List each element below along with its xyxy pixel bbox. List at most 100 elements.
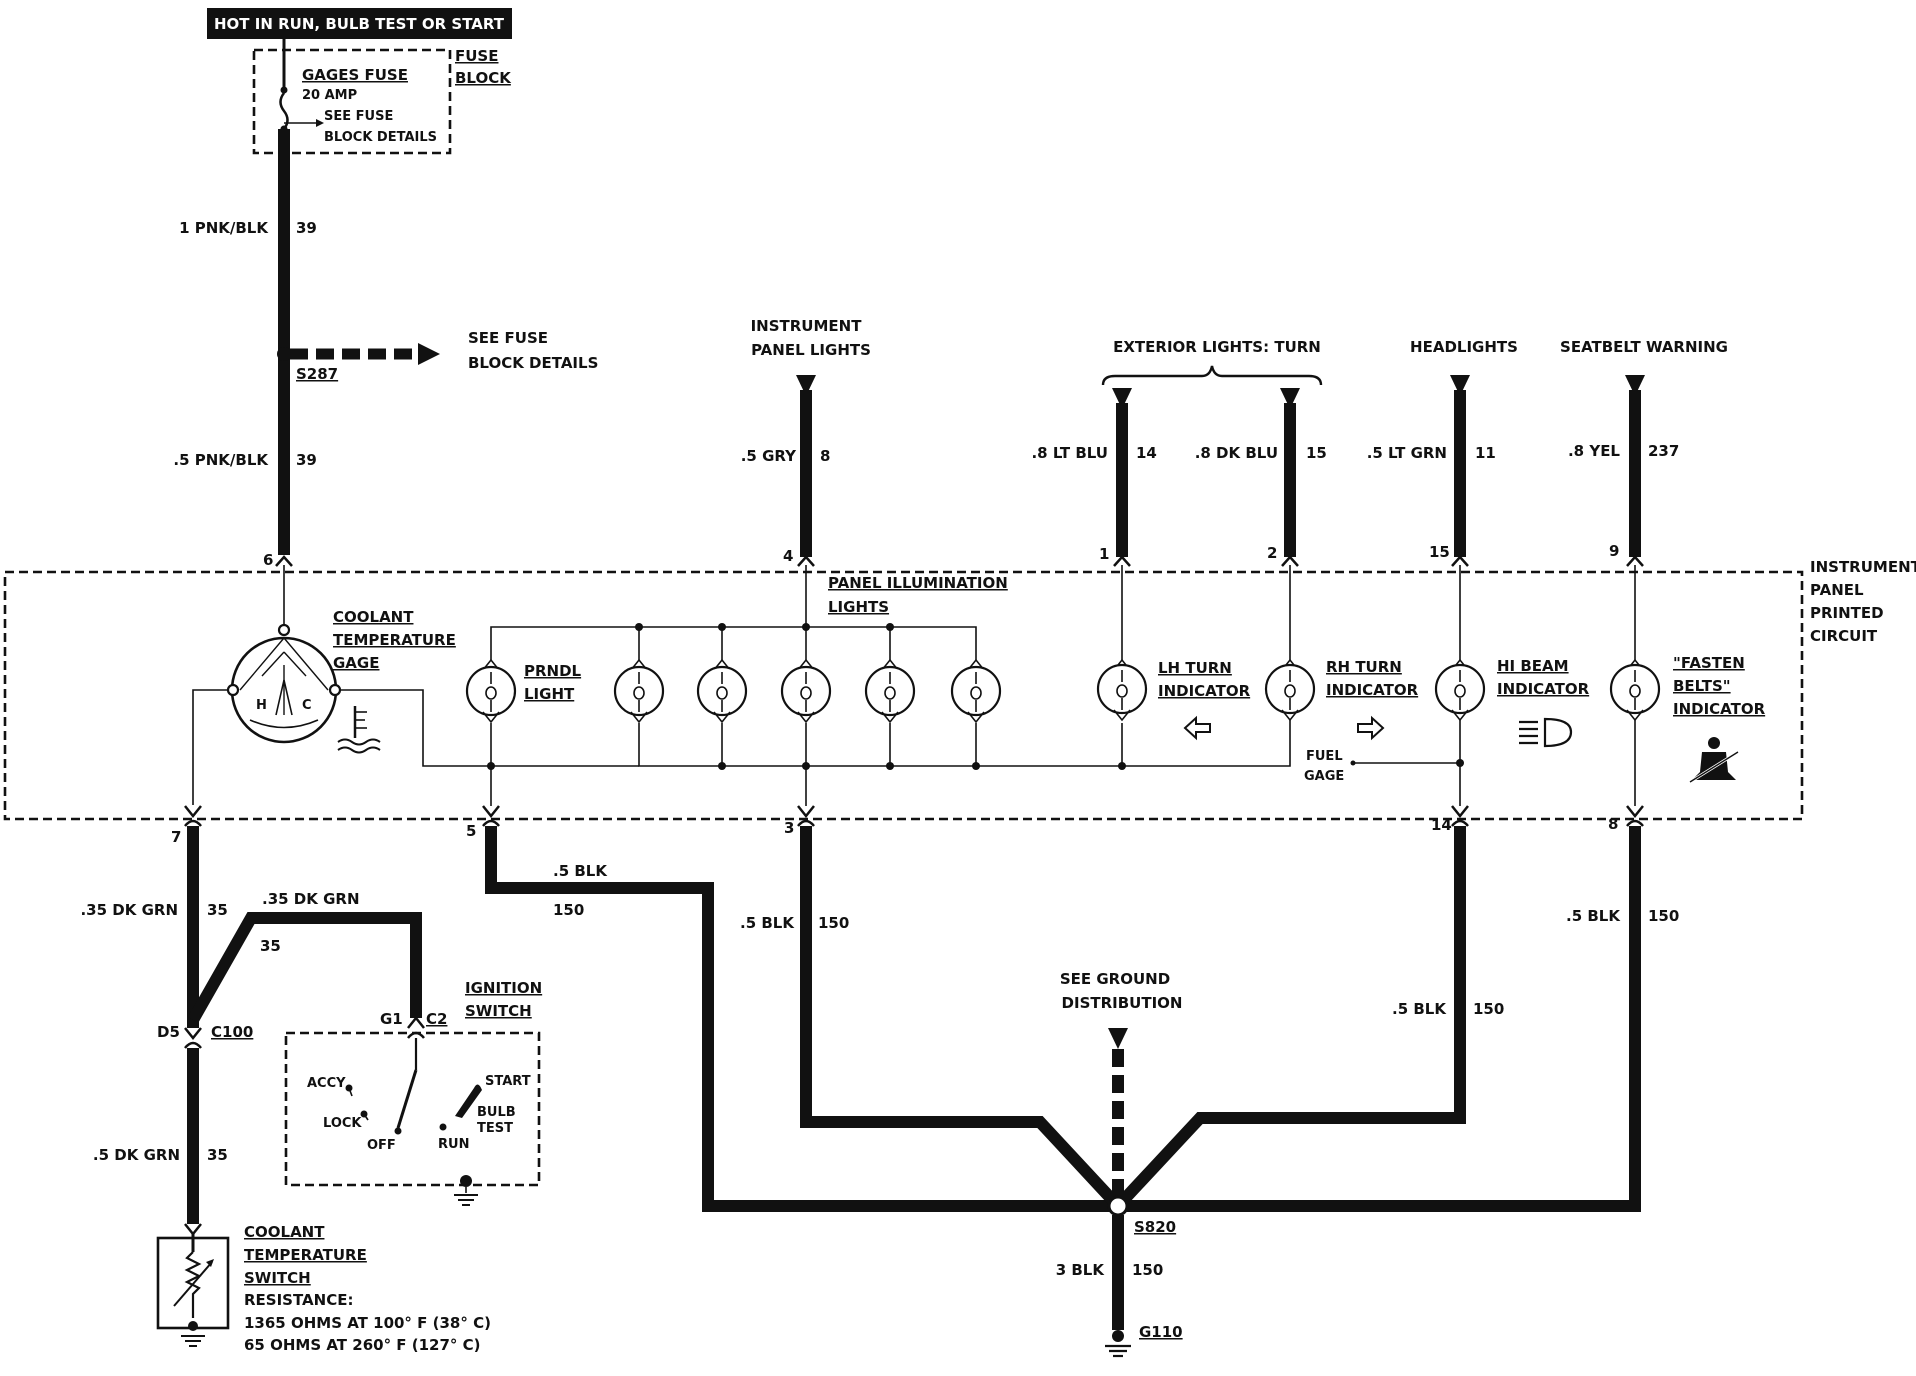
- ip-circuit-label-1: INSTRUMENT: [1810, 558, 1916, 576]
- start-contact-icon: [455, 1084, 482, 1118]
- coolant-switch-resistance-1: 1365 OHMS AT 100° F (38° C): [244, 1314, 491, 1332]
- wire-yel-circuit: 237: [1648, 442, 1679, 460]
- wire-blk-pin5: [485, 826, 1118, 1212]
- s287-note-2: BLOCK DETAILS: [468, 354, 598, 372]
- wire-ltblu-color: .8 LT BLU: [1031, 444, 1108, 462]
- panel-illumination-bulb: [613, 658, 665, 724]
- ip-lights-label-1: INSTRUMENT: [751, 317, 863, 335]
- gage-cold-mark: C: [302, 698, 312, 713]
- ignition-lock: LOCK: [323, 1116, 362, 1131]
- connector-c100-pin: D5: [157, 1023, 180, 1041]
- wire-1-color: 1 PNK/BLK: [179, 219, 269, 237]
- wire-2-circuit: 39: [296, 451, 317, 469]
- ground-icon: [1105, 1330, 1131, 1358]
- ground-icon: [454, 1175, 478, 1206]
- wire-1-circuit: 39: [296, 219, 317, 237]
- panel-illumination-bulb: [780, 658, 832, 724]
- lh-turn-label-2: INDICATOR: [1158, 682, 1251, 700]
- splice-s820-dot: [1107, 1195, 1129, 1217]
- wire-dkgrn3-color: .5 DK GRN: [93, 1146, 180, 1164]
- panel-illumination-bulb: [864, 658, 916, 724]
- ip-circuit-label-2: PANEL: [1810, 581, 1864, 599]
- pin-bottom-7: 7: [171, 828, 181, 846]
- panel-illum-label-2: LIGHTS: [828, 598, 889, 616]
- splice-s820-label: S820: [1134, 1218, 1176, 1236]
- wire-gry-circuit: 8: [820, 447, 830, 465]
- panel-illumination-bulb: [950, 658, 1002, 724]
- hi-beam-label-1: HI BEAM: [1497, 657, 1569, 675]
- pin-bottom-5: 5: [466, 822, 476, 840]
- ignition-bulb-test-2: TEST: [477, 1121, 513, 1136]
- fuse-note-2: BLOCK DETAILS: [324, 130, 437, 145]
- ground-icon: [181, 1321, 205, 1347]
- wire-ltblu-circuit: 14: [1136, 444, 1157, 462]
- panel-illum-label-1: PANEL ILLUMINATION: [828, 574, 1008, 592]
- ignition-pin-c2: C2: [426, 1010, 447, 1028]
- coolant-switch-resistance-2: 65 OHMS AT 260° F (127° C): [244, 1336, 481, 1354]
- wire-dkgrn3-circuit: 35: [207, 1146, 228, 1164]
- gages-fuse-rating: 20 AMP: [302, 88, 357, 103]
- pin-top-6: 6: [263, 551, 273, 569]
- right-arrow-icon: [1357, 715, 1385, 741]
- fuse-block-box: [252, 48, 452, 155]
- power-label-box: [207, 8, 512, 39]
- power-label: HOT IN RUN, BULB TEST OR START: [214, 15, 505, 33]
- connector-c100-label: C100: [211, 1023, 253, 1041]
- wire-blk5-color: .5 BLK: [553, 862, 608, 880]
- wire-blk14-circuit: 150: [1473, 1000, 1504, 1018]
- splice-s287-label: S287: [296, 365, 338, 383]
- seatbelt-warning-label: SEATBELT WARNING: [1560, 338, 1728, 356]
- s287-note-1: SEE FUSE: [468, 329, 548, 347]
- ip-circuit-label-4: CIRCUIT: [1810, 627, 1878, 645]
- ignition-run: RUN: [438, 1137, 469, 1152]
- fuel-gage-label-2: GAGE: [1304, 769, 1344, 784]
- wire-blk3-color: .5 BLK: [740, 914, 795, 932]
- ground-g110-label: G110: [1139, 1323, 1183, 1341]
- coolant-switch-label-4: RESISTANCE:: [244, 1291, 353, 1309]
- fuse-block-title-2: BLOCK: [455, 69, 512, 87]
- instrument-panel-printed-circuit: [3, 570, 1804, 821]
- coolant-gage-label-3: GAGE: [333, 654, 379, 672]
- pin-top-4: 4: [783, 547, 793, 565]
- ignition-start: START: [485, 1074, 531, 1089]
- fasten-belts-indicator-bulb: [1609, 658, 1661, 722]
- seatbelt-icon: [1689, 737, 1739, 784]
- gages-fuse-label: GAGES FUSE: [302, 66, 408, 84]
- ignition-title-2: SWITCH: [465, 1002, 532, 1020]
- coolant-switch-label-1: COOLANT: [244, 1223, 325, 1241]
- ignition-switch-box: [284, 1031, 541, 1187]
- source-arrow-icon: [1450, 375, 1470, 396]
- pin-top-2: 2: [1267, 544, 1277, 562]
- gage-needle: [275, 679, 293, 716]
- prndl-label-2: LIGHT: [524, 685, 575, 703]
- wire-ltgrn-color: .5 LT GRN: [1367, 444, 1447, 462]
- gage-hot-mark: H: [256, 698, 267, 713]
- ignition-accy: ACCY: [307, 1076, 346, 1091]
- wire-dkblu-color: .8 DK BLU: [1195, 444, 1278, 462]
- ignition-switch-contact: [396, 1069, 418, 1129]
- lh-turn-label-1: LH TURN: [1158, 659, 1232, 677]
- source-arrow-icon: [1280, 388, 1300, 409]
- left-arrow-icon: [1183, 715, 1211, 741]
- ground-see-1: SEE GROUND: [1060, 970, 1170, 988]
- fuse-note-1: SEE FUSE: [324, 109, 393, 124]
- coolant-switch-label-3: SWITCH: [244, 1269, 311, 1287]
- wire-dkgrn1-color: .35 DK GRN: [80, 901, 178, 919]
- rh-turn-indicator-bulb: [1264, 658, 1316, 722]
- wire-blk8-circuit: 150: [1648, 907, 1679, 925]
- pin-top-15: 15: [1429, 543, 1450, 561]
- ip-circuit-label-3: PRINTED: [1810, 604, 1884, 622]
- fuse-block-title: FUSE: [455, 47, 498, 65]
- hi-beam-indicator-bulb: [1434, 658, 1486, 722]
- rh-turn-label-1: RH TURN: [1326, 658, 1402, 676]
- high-beam-icon: [1519, 717, 1573, 748]
- coolant-gage-label-1: COOLANT: [333, 608, 414, 626]
- prndl-label-1: PRNDL: [524, 662, 582, 680]
- lh-turn-indicator-bulb: [1096, 658, 1148, 722]
- pin-top-9: 9: [1609, 542, 1619, 560]
- wire-blk3-circuit: 150: [818, 914, 849, 932]
- source-arrow-icon: [1108, 1028, 1128, 1049]
- ip-lights-label-2: PANEL LIGHTS: [751, 341, 871, 359]
- wire-blk8-color: .5 BLK: [1566, 907, 1621, 925]
